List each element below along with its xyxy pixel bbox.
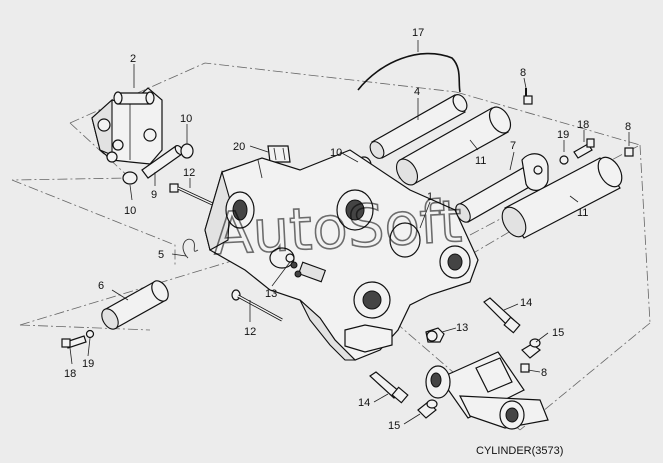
label-18: 18: [64, 368, 76, 380]
link-bracket-part: [91, 87, 163, 165]
bolt-part-8-top: [523, 88, 533, 105]
label-7: 7: [510, 140, 516, 152]
washer-part-19-right: [559, 155, 569, 165]
label-18: 18: [577, 119, 589, 131]
label-15: 15: [552, 327, 564, 339]
label-13: 13: [456, 322, 468, 334]
sleeve-part-11-lower: [501, 156, 623, 239]
label-8: 8: [520, 67, 526, 79]
ring-part-10-upper: [180, 143, 194, 159]
label-10: 10: [124, 205, 136, 217]
pin-part-6: [101, 280, 169, 330]
fitting-part-15-upper: [521, 338, 541, 359]
label-17: 17: [412, 27, 424, 39]
label-12: 12: [183, 167, 195, 179]
label-8: 8: [541, 367, 547, 379]
bolt-part-12-lower: [231, 289, 283, 322]
bolt-part-8-cylinder: [520, 363, 530, 373]
sleeve-part-11-upper: [395, 106, 512, 186]
wire-part-17: [357, 52, 461, 93]
bolt-part-14-upper: [483, 297, 521, 334]
label-20: 20: [233, 141, 245, 153]
bolt-washer-lower-left: [61, 329, 95, 349]
label-14: 14: [520, 297, 532, 309]
label-6: 6: [98, 280, 104, 292]
pin-part-4: [369, 94, 468, 159]
label-15: 15: [388, 420, 400, 432]
label-11: 11: [475, 155, 486, 167]
label-10: 10: [180, 113, 192, 125]
label-12: 12: [244, 326, 256, 338]
pin-part-7: [455, 153, 549, 223]
label-11: 11: [577, 207, 588, 219]
bolt-part-8-right: [624, 147, 634, 157]
label-2: 2: [130, 53, 136, 65]
label-19: 19: [557, 129, 569, 141]
coupler-frame-part-1: [204, 149, 479, 361]
spring-pin-part-5: [182, 238, 199, 259]
label-14: 14: [358, 397, 370, 409]
label-13: 13: [265, 288, 277, 300]
part-number-labels: 2 10 10 9 20 12 5 6 18 19 13 12 17 4 8 1…: [64, 27, 631, 432]
cylinder-caption: CYLINDER(3573): [476, 445, 563, 457]
bolt-part-18-right: [573, 138, 595, 159]
label-10: 10: [330, 147, 342, 159]
label-5: 5: [158, 249, 164, 261]
bolt-part-14-lower: [369, 371, 409, 404]
label-1: 1: [427, 191, 433, 203]
leader-lines: [69, 40, 630, 425]
label-9: 9: [151, 189, 157, 201]
fitting-part-15-lower: [417, 399, 438, 419]
clip-part-20: [267, 145, 291, 163]
label-4: 4: [414, 86, 420, 98]
cylinder-assembly: [425, 351, 549, 430]
autosoft-watermark: AutoSoft: [211, 187, 463, 268]
label-19: 19: [82, 358, 94, 370]
ring-part-10-lower: [122, 171, 138, 185]
label-8: 8: [625, 121, 631, 133]
